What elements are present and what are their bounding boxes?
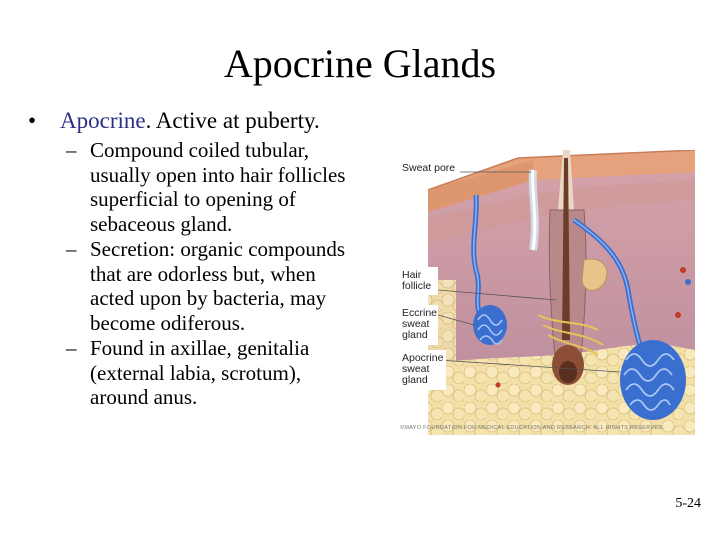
sweat-pore-duct: [528, 169, 539, 251]
slide-content: • Apocrine. Active at puberty. – Compound…: [28, 108, 398, 410]
sub-bullet-2: – Secretion: organic compounds that are …: [28, 237, 398, 335]
label-sweat-pore: Sweat pore: [402, 162, 455, 174]
label-apocrine-gland: Apocrine sweat gland: [402, 352, 446, 386]
sub-bullet-dash: –: [66, 336, 77, 360]
sub-bullet-line: Found in axillae, genitalia: [90, 336, 310, 360]
apocrine-gland: [572, 217, 686, 420]
bullet-text: Active at puberty.: [151, 108, 320, 133]
sub-bullet-line: (external labia, scrotum),: [90, 360, 302, 385]
bullet-term-punct: .: [145, 108, 152, 133]
main-bullet: • Apocrine. Active at puberty.: [28, 108, 398, 134]
sub-bullet-line: superficial to opening of: [90, 187, 296, 211]
sub-bullet-line: Secretion: organic compounds: [90, 237, 346, 261]
eccrine-gland: [471, 194, 507, 345]
leader-lines: [437, 171, 621, 373]
hair-follicle: [537, 150, 608, 385]
sub-bullet-line: Compound coiled tubular,: [90, 138, 310, 162]
bullet-dot: •: [28, 108, 37, 133]
label-hair-follicle: Hair follicle: [402, 269, 431, 292]
sub-bullet-line: usually open into hair follicles: [90, 162, 346, 187]
sub-bullet-dash: –: [66, 237, 77, 261]
slide-title: Apocrine Glands: [223, 41, 497, 86]
sub-bullet-line: that are odorless but, when: [90, 261, 316, 286]
sub-bullet-line: sebaceous gland.: [90, 211, 233, 236]
image-credit: ©MAYO FOUNDATION FOR MEDICAL EDUCATION A…: [400, 425, 665, 431]
skin-gland-illustration: Sweat pore Hair follicle Eccrine sweat g…: [400, 150, 695, 435]
label-eccrine-gland: Eccrine sweat gland: [402, 307, 440, 341]
sub-bullet-dash: –: [66, 138, 77, 162]
sub-bullet-1: – Compound coiled tubular, usually open …: [28, 138, 398, 236]
slide-number: 5-24: [675, 496, 701, 511]
sub-bullet-line: become odiferous.: [90, 310, 246, 335]
sub-bullet-line: acted upon by bacteria, may: [90, 286, 327, 310]
sub-bullet-line: around anus.: [90, 385, 198, 409]
blood-vessels: [495, 267, 691, 388]
bullet-term: Apocrine: [60, 108, 146, 133]
sub-bullet-3: – Found in axillae, genitalia (external …: [28, 336, 398, 410]
